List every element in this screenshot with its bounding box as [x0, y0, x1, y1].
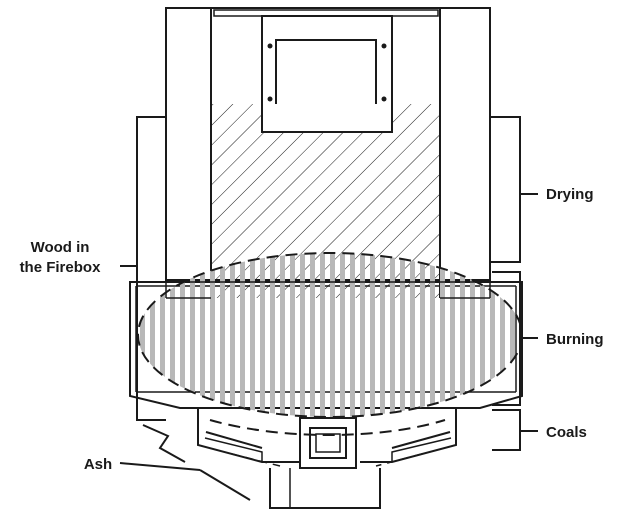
- label-burning: Burning: [546, 331, 604, 348]
- label-wood-line2: the Firebox: [20, 259, 102, 276]
- drying-bracket: [490, 116, 538, 263]
- wood-bracket: [120, 116, 166, 421]
- burning-bracket: [492, 271, 538, 406]
- burning-zone: [137, 252, 523, 418]
- coals-zone: [197, 408, 457, 509]
- label-drying: Drying: [546, 186, 594, 203]
- ash-pointer: [119, 424, 251, 501]
- coals-bracket: [492, 409, 538, 451]
- label-coals: Coals: [546, 424, 587, 441]
- label-wood-line1: Wood in: [31, 239, 90, 256]
- label-ash: Ash: [84, 456, 112, 473]
